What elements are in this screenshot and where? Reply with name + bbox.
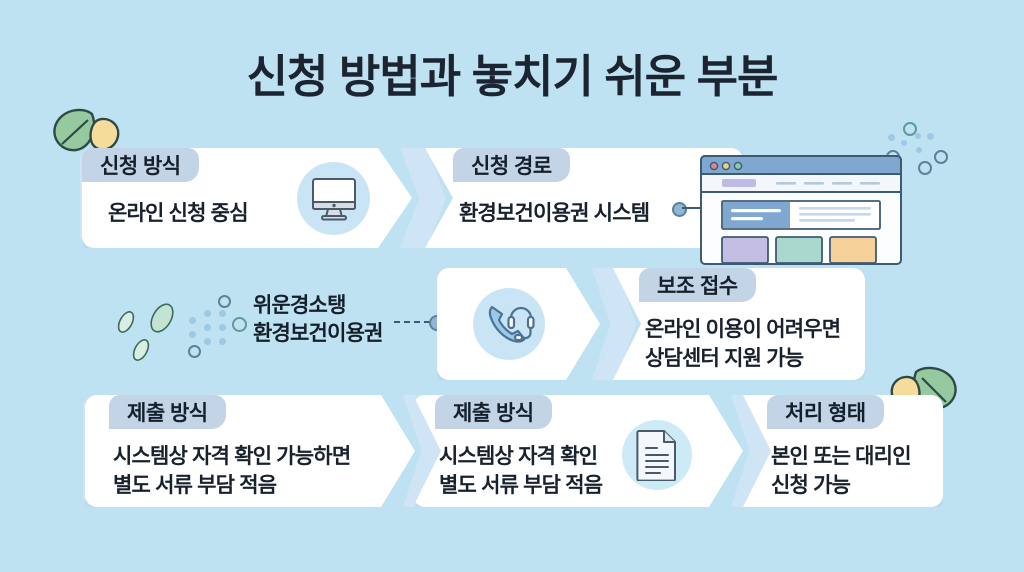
desktop-monitor-icon [297, 162, 370, 235]
card-header: 처리 형태 [767, 395, 884, 429]
card-processing-type[interactable]: 처리 형태 본인 또는 대리인 신청 가능 [743, 395, 943, 507]
card-supplementary-reception[interactable]: 보조 접수 온라인 이용이 어려우면 상담센터 지원 가능 [613, 268, 865, 380]
card-header: 보조 접수 [639, 268, 756, 302]
floating-annotation-label: 위운경소탱 환경보건이용권 [253, 294, 383, 346]
card-header: 신청 방식 [82, 148, 199, 182]
phone-headset-icon [473, 288, 545, 360]
card-submission-method-2[interactable]: 제출 방식 시스템상 자격 확인 별도 서류 부담 적음 [413, 395, 743, 507]
card-header: 신청 경로 [453, 148, 570, 182]
small-leaf-icon [108, 300, 208, 362]
card-header: 제출 방식 [109, 395, 226, 429]
browser-window-icon [700, 155, 924, 265]
leaf-icon [48, 104, 124, 166]
document-page-icon [622, 420, 692, 490]
card-body: 시스템상 자격 확인 가능하면 별도 서류 부담 적음 [113, 445, 351, 497]
page-title: 신청 방법과 놓치기 쉬운 부분 [246, 51, 779, 102]
connector-line [394, 321, 430, 323]
card-header: 제출 방식 [435, 395, 552, 429]
card-body: 온라인 이용이 어려우면 상담센터 지원 가능 [645, 318, 841, 370]
card-submission-method-1[interactable]: 제출 방식 시스템상 자격 확인 가능하면 별도 서류 부담 적음 [85, 395, 415, 507]
card-body: 온라인 신청 중심 [108, 202, 248, 225]
connector-dot [672, 202, 687, 217]
card-application-route[interactable]: 신청 경로 환경보건이용권 시스템 [425, 148, 743, 248]
card-body: 환경보건이용권 시스템 [459, 202, 650, 225]
card-body: 시스템상 자격 확인 별도 서류 부담 적음 [439, 445, 603, 497]
card-body: 본인 또는 대리인 신청 가능 [771, 445, 912, 497]
